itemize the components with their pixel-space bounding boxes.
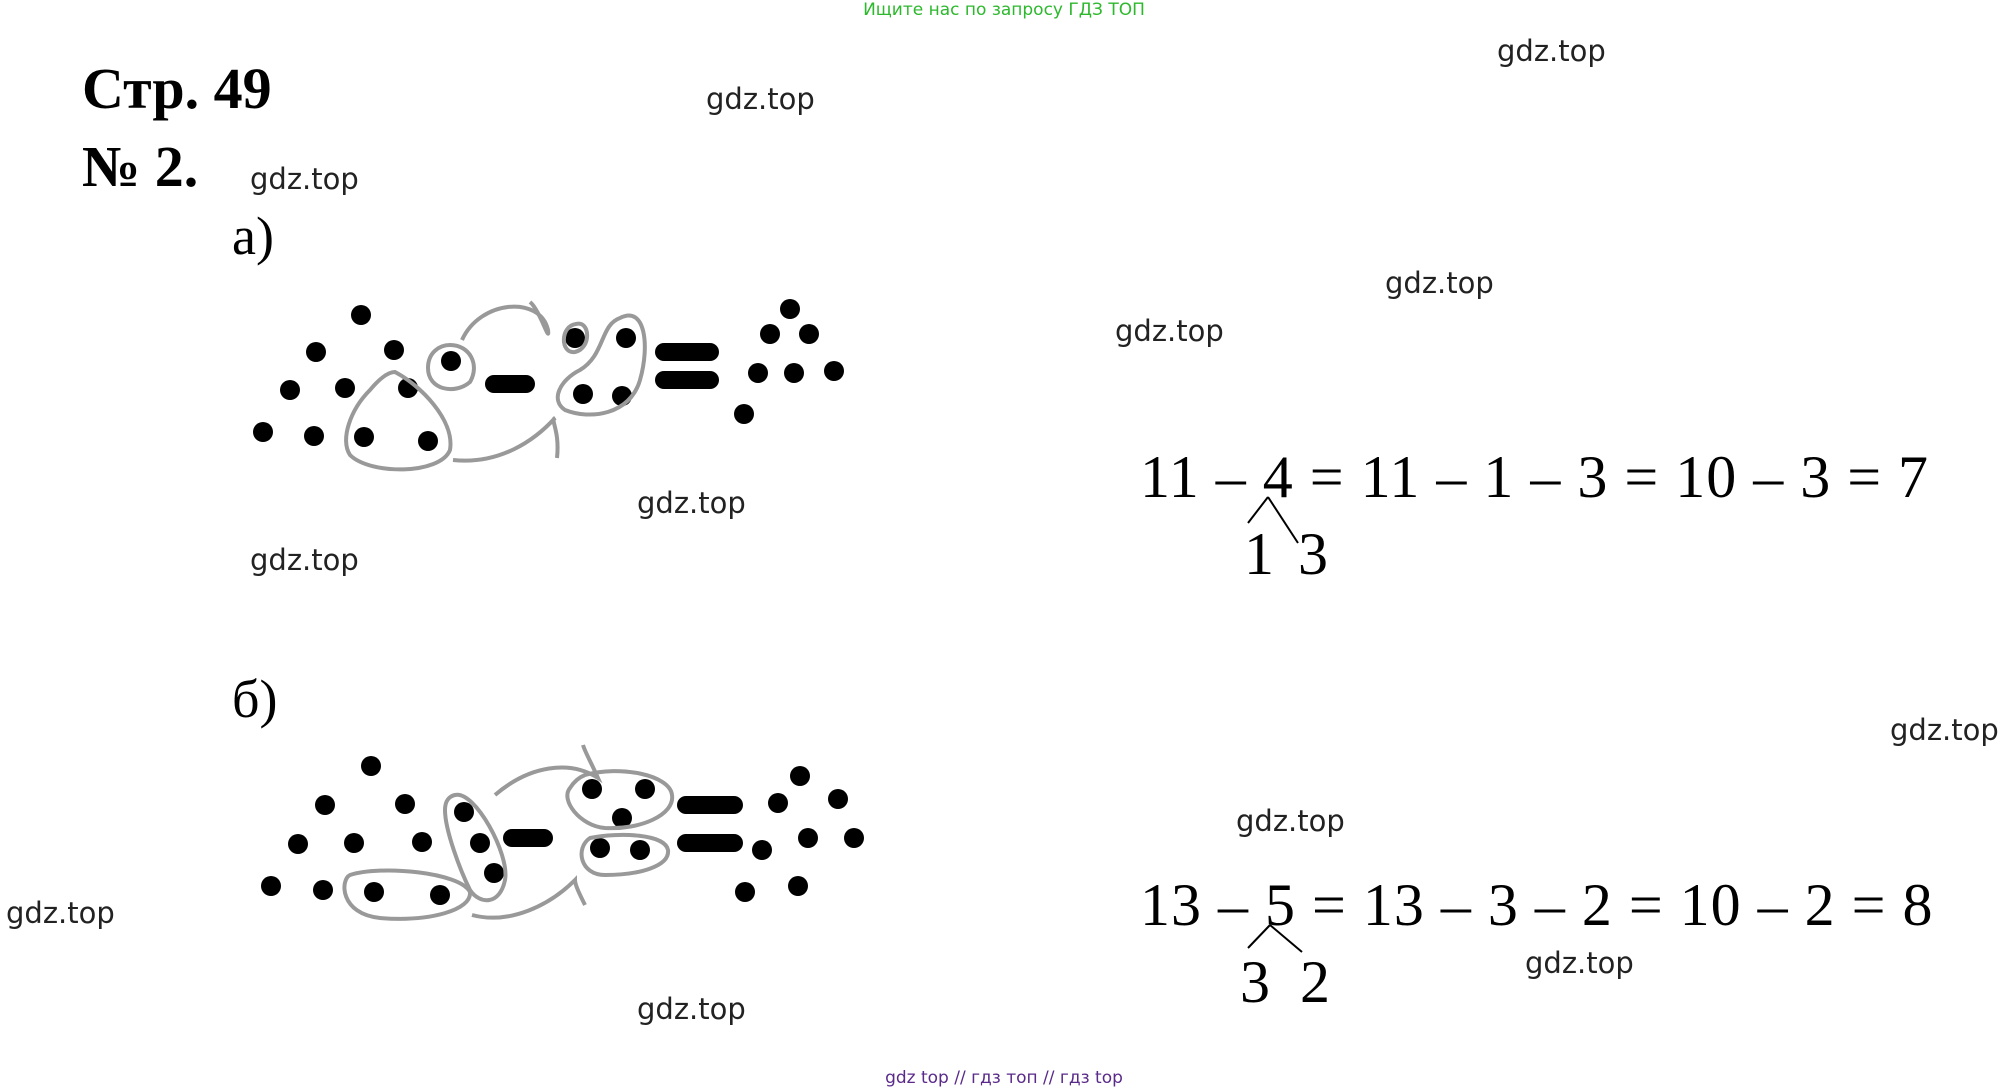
dot xyxy=(828,789,848,809)
dot xyxy=(790,766,810,786)
dot xyxy=(768,793,788,813)
dot xyxy=(573,384,593,404)
group-outline xyxy=(555,313,647,417)
dot xyxy=(384,340,404,360)
dot xyxy=(344,833,364,853)
part-a-decomposition-right: 3 xyxy=(1298,521,1328,587)
dot xyxy=(288,834,308,854)
dot xyxy=(616,328,636,348)
dot xyxy=(798,828,818,848)
arrow xyxy=(460,300,551,341)
dot xyxy=(735,882,755,902)
watermark: gdz.top xyxy=(1236,804,1345,838)
dot xyxy=(351,305,371,325)
dot xyxy=(799,324,819,344)
dot xyxy=(734,404,754,424)
dot xyxy=(395,794,415,814)
dot xyxy=(412,832,432,852)
dot xyxy=(748,363,768,383)
dot xyxy=(824,361,844,381)
watermark: gdz.top xyxy=(1497,34,1606,68)
task-number: № 2. xyxy=(82,134,199,199)
group-outline xyxy=(344,369,453,472)
part-b-decomposition-left: 3 xyxy=(1240,949,1270,1015)
dot xyxy=(760,324,780,344)
dot xyxy=(582,779,602,799)
watermark: gdz.top xyxy=(250,543,359,577)
dot xyxy=(752,840,772,860)
watermark: gdz.top xyxy=(706,82,815,116)
dot xyxy=(590,838,610,858)
page-title: Стр. 49 xyxy=(82,56,272,121)
watermark: gdz.top xyxy=(6,896,115,930)
watermark: gdz.top xyxy=(250,162,359,196)
dot xyxy=(304,426,324,446)
watermark: gdz.top xyxy=(637,992,746,1026)
dot xyxy=(784,363,804,383)
dot xyxy=(844,828,864,848)
arrow xyxy=(493,744,603,797)
part-a-label: а) xyxy=(232,206,274,266)
dot xyxy=(253,422,273,442)
part-b-label: б) xyxy=(232,669,278,729)
group-outline xyxy=(579,832,671,878)
decomposition-line xyxy=(1269,924,1303,953)
part-b-decomposition-right: 2 xyxy=(1300,949,1330,1015)
dot xyxy=(780,299,800,319)
dot xyxy=(430,885,450,905)
dot xyxy=(441,351,461,371)
arrow xyxy=(452,416,560,463)
group-outline xyxy=(565,769,675,831)
dot xyxy=(418,431,438,451)
top-banner[interactable]: Ищите нас по запросу ГДЗ ТОП xyxy=(863,0,1145,20)
footer-links[interactable]: gdz top // гдз топ // гдз top xyxy=(885,1068,1123,1088)
watermark: gdz.top xyxy=(1525,946,1634,980)
dot xyxy=(364,882,384,902)
dot xyxy=(635,779,655,799)
dot xyxy=(335,378,355,398)
dot xyxy=(454,802,474,822)
decomposition-line xyxy=(1247,924,1271,949)
part-a-decomposition-left: 1 xyxy=(1244,521,1274,587)
decomposition-line xyxy=(1267,496,1299,544)
dot xyxy=(306,342,326,362)
dot xyxy=(361,756,381,776)
dot xyxy=(354,427,374,447)
group-outline xyxy=(342,868,472,921)
watermark: gdz.top xyxy=(1115,314,1224,348)
dot xyxy=(630,840,650,860)
dot xyxy=(484,863,504,883)
dot xyxy=(470,833,490,853)
group-outline xyxy=(561,321,590,354)
dot xyxy=(788,876,808,896)
dot xyxy=(280,380,300,400)
watermark: gdz.top xyxy=(637,486,746,520)
dot xyxy=(565,328,585,348)
dot xyxy=(612,808,632,828)
decomposition-line xyxy=(1247,496,1269,524)
dot xyxy=(315,795,335,815)
arrow xyxy=(471,875,587,920)
dot xyxy=(261,876,281,896)
group-outline xyxy=(425,342,476,392)
dot xyxy=(313,880,333,900)
group-outline xyxy=(442,792,508,903)
watermark: gdz.top xyxy=(1890,713,1999,747)
part-a-equation: 11 – 4 = 11 – 1 – 3 = 10 – 3 = 7 xyxy=(1140,444,1930,510)
watermark: gdz.top xyxy=(1385,266,1494,300)
